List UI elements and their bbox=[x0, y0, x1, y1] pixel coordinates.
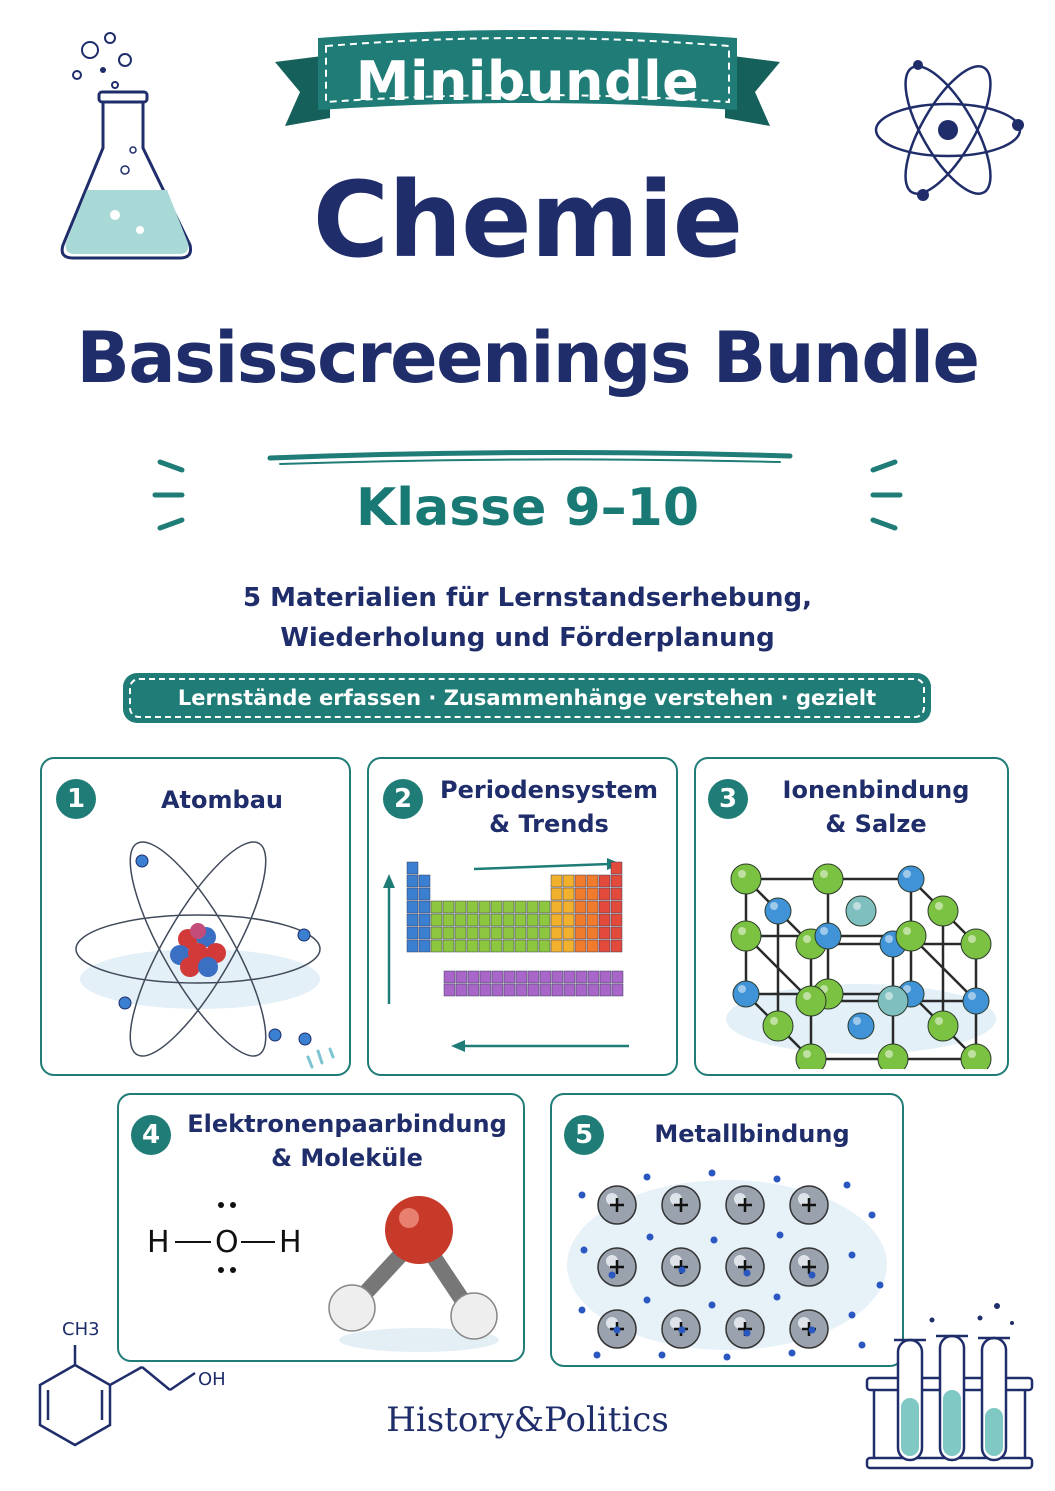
formula-h-left: H bbox=[147, 1225, 170, 1260]
title-chemie: Chemie bbox=[312, 159, 743, 281]
title-basisscreenings-bundle: Basisscreenings Bundle bbox=[76, 317, 980, 399]
description: 5 Materialien für Lernstandserhebung, Wi… bbox=[0, 578, 1055, 658]
metal-lattice-illustration bbox=[567, 1169, 887, 1361]
tagline-pill: Lernstände erfassen · Zusammenhänge vers… bbox=[123, 673, 931, 746]
structural-formula-icon: CH3 OH bbox=[38, 1319, 226, 1447]
description-line-2: Wiederholung und Förderplanung bbox=[280, 623, 775, 653]
card-number: 3 bbox=[708, 779, 748, 819]
card-title: Elektronenpaarbindung & Moleküle bbox=[187, 1110, 507, 1172]
card-title: Atombau bbox=[160, 786, 283, 814]
card-metallbindung[interactable]: 5 Metallbindung bbox=[550, 1093, 904, 1367]
formula-h-right: H bbox=[279, 1225, 302, 1260]
delocalized-electrons bbox=[578, 1169, 884, 1361]
hydroxyl-label: OH bbox=[198, 1369, 226, 1390]
formula-o: O bbox=[215, 1225, 239, 1260]
card-title: Ionenbindung & Salze bbox=[782, 776, 970, 838]
card-number: 2 bbox=[383, 779, 423, 819]
card-title: Periodensystem & Trends bbox=[440, 776, 658, 838]
decorative-underline bbox=[152, 449, 903, 531]
atom-model-illustration bbox=[75, 841, 335, 1069]
card-atombau[interactable]: 1 Atombau bbox=[40, 757, 351, 1076]
flask-icon bbox=[60, 32, 192, 260]
banner-label: Minibundle bbox=[355, 50, 700, 113]
card-number: 5 bbox=[564, 1115, 604, 1155]
periodic-table-cells bbox=[406, 861, 624, 997]
methyl-label: CH3 bbox=[62, 1319, 100, 1340]
minibundle-banner: Minibundle bbox=[0, 0, 1055, 150]
atom-icon bbox=[874, 60, 1024, 201]
card-title: Metallbindung bbox=[654, 1120, 850, 1148]
card-elektronenpaarbindung[interactable]: 4 Elektronenpaarbindung & Moleküle H O H bbox=[117, 1093, 525, 1362]
ionic-lattice-illustration bbox=[726, 863, 996, 1069]
card-ionenbindung[interactable]: 3 Ionenbindung & Salze bbox=[694, 757, 1009, 1076]
description-line-1: 5 Materialien für Lernstandserhebung, bbox=[243, 583, 812, 613]
grade-level: Klasse 9–10 bbox=[355, 478, 700, 538]
banner-ribbon-graphic bbox=[275, 30, 780, 126]
card-number: 1 bbox=[56, 779, 96, 819]
publisher-logo: History&Politics bbox=[386, 1400, 669, 1440]
nucleus bbox=[170, 923, 226, 977]
card-periodensystem[interactable]: 2 Periodensystem & Trends bbox=[367, 757, 678, 1076]
tagline-text: Lernstände erfassen · Zusammenhänge vers… bbox=[129, 678, 925, 746]
test-tubes-icon bbox=[865, 1303, 1034, 1470]
periodic-table-illustration bbox=[383, 858, 629, 1052]
water-molecule-illustration: H O H bbox=[147, 1196, 499, 1352]
card-number: 4 bbox=[131, 1115, 171, 1155]
